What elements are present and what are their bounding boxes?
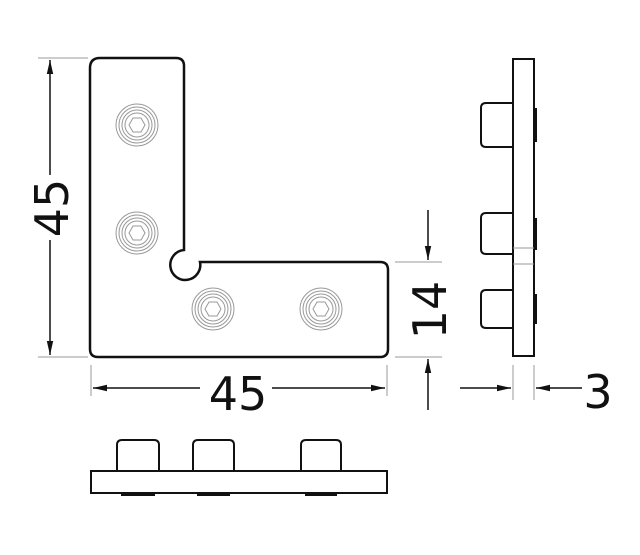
height-label: 45: [25, 179, 79, 238]
width-label: 45: [209, 367, 268, 421]
thickness-label: 3: [583, 365, 612, 419]
offset-label: 14: [403, 281, 457, 340]
thickness-dimension: 3: [460, 365, 613, 419]
bracket-outline: [88, 56, 390, 359]
front-view: [88, 56, 390, 359]
height-dimension: 45: [25, 57, 88, 358]
offset-dimension: 14: [395, 210, 457, 410]
bottom-view: [90, 439, 388, 496]
width-dimension: 45: [90, 365, 388, 421]
side-view: [480, 58, 537, 357]
